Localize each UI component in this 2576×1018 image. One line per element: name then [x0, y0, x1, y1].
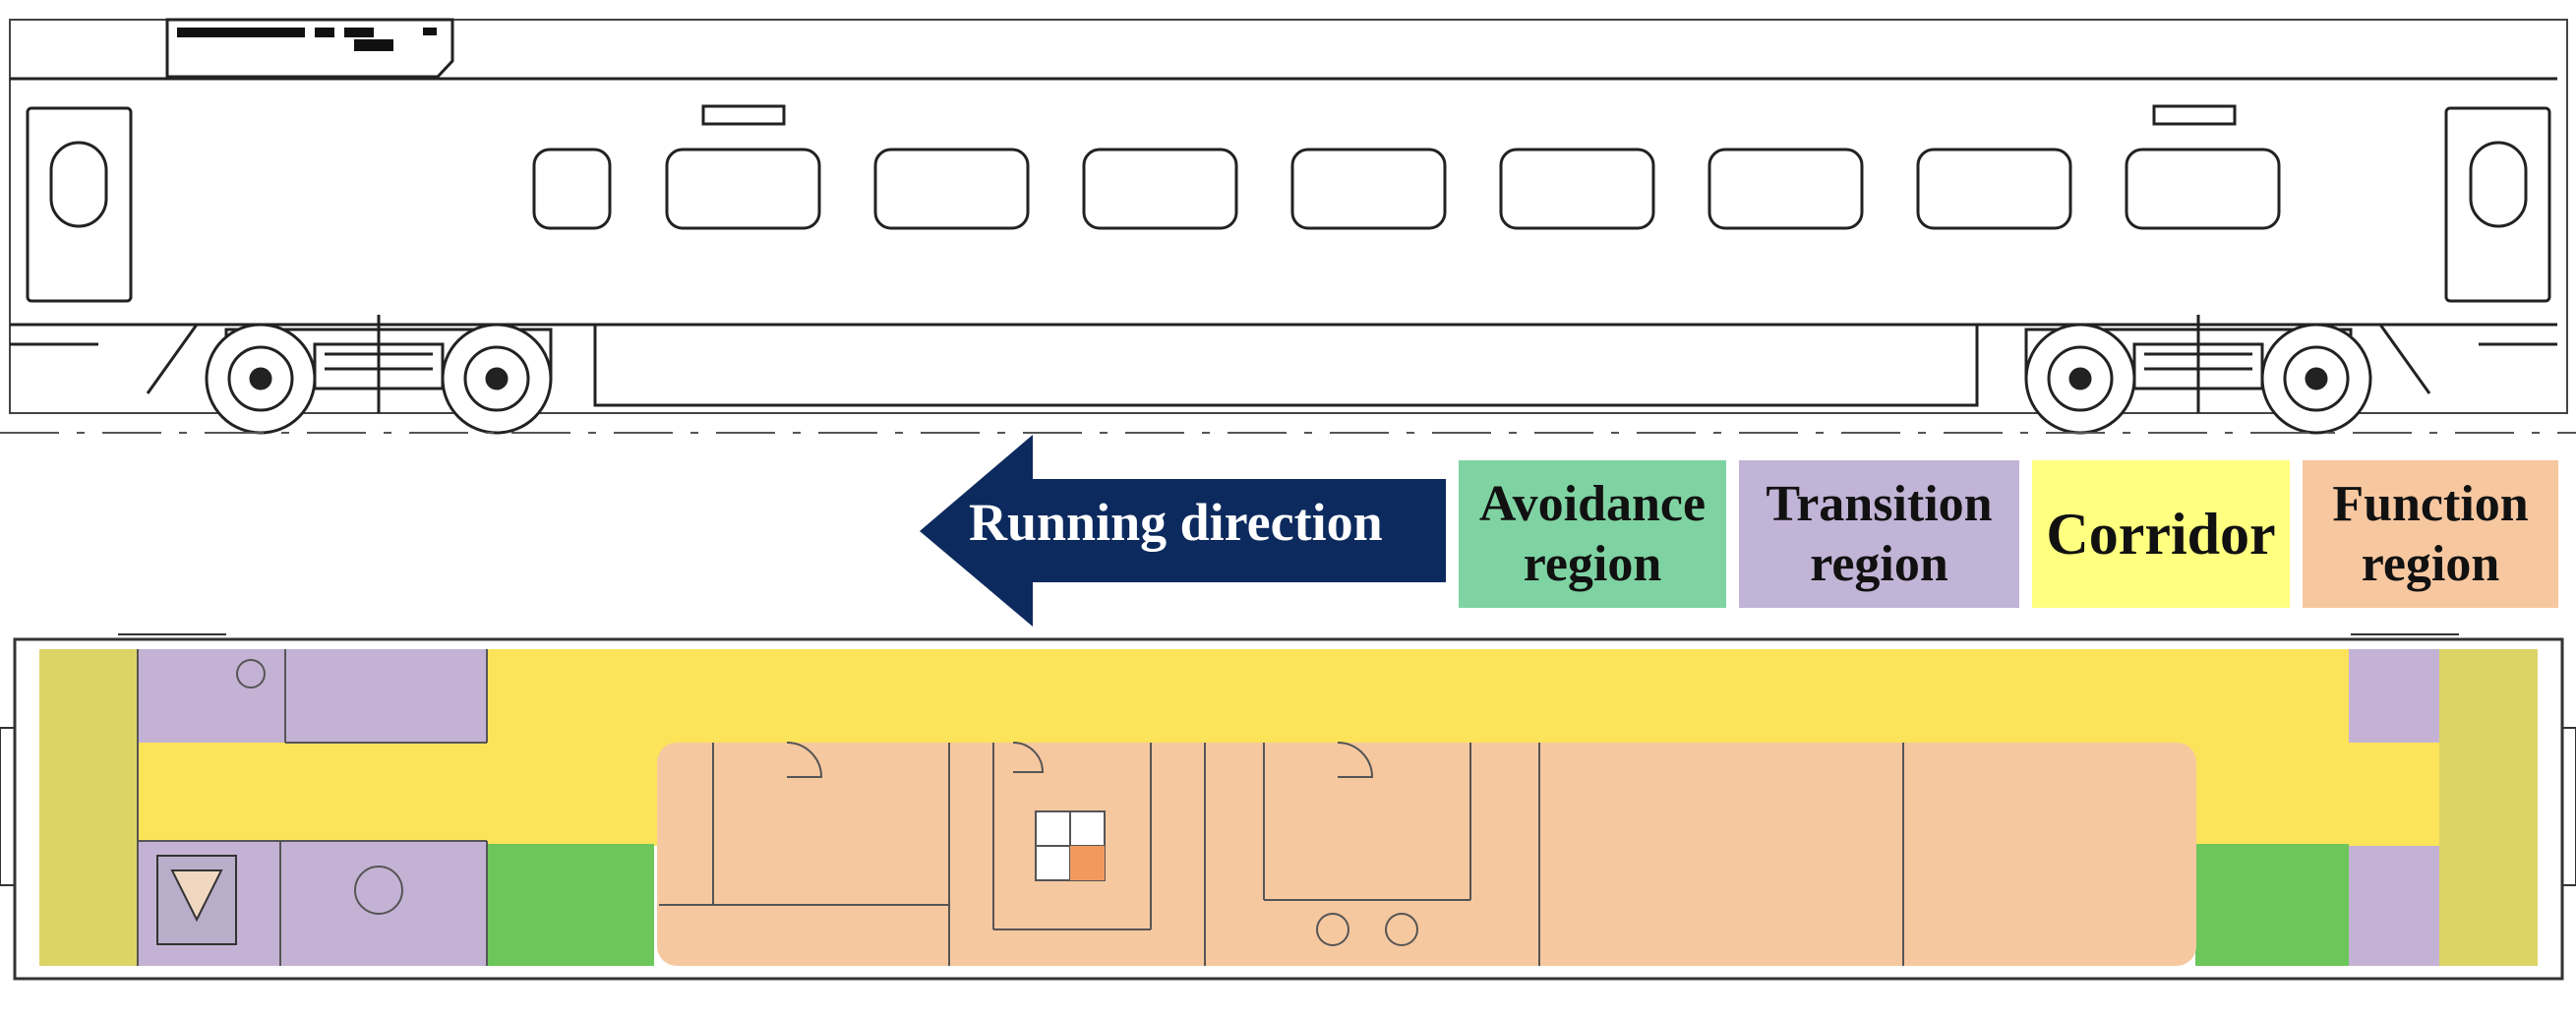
- transition-right-lower: [2349, 846, 2439, 966]
- window: [1916, 148, 2072, 230]
- legend-label-avoidance: Avoidance region: [1459, 460, 1726, 608]
- function-region: [657, 743, 2196, 966]
- bogie-right: [2024, 315, 2372, 435]
- side-view: [0, 18, 2576, 435]
- end-zone-left: [39, 649, 138, 966]
- legend-label-transition: Transition region: [1739, 460, 2019, 608]
- legend-label-function: Function region: [2303, 460, 2558, 608]
- gangways: [0, 633, 2576, 980]
- window: [1707, 148, 1864, 230]
- floor-plan: [0, 633, 2576, 981]
- legend-swatch-transition: [1739, 460, 2019, 608]
- roof-vent-right: [2152, 104, 2237, 126]
- avoidance-left: [487, 844, 654, 966]
- window-small: [532, 148, 612, 230]
- highlight-cell: [1070, 846, 1105, 880]
- legend-transition-line1: Transition: [1766, 475, 1993, 532]
- legend-avoidance-line2: region: [1523, 536, 1662, 592]
- legend-function-line1: Function: [2332, 475, 2529, 532]
- end-door-left: [26, 106, 133, 303]
- legend-swatch-corridor: [2032, 460, 2290, 608]
- legend-avoidance-line1: Avoidance: [1478, 475, 1707, 532]
- end-door-right: [2444, 106, 2551, 303]
- end-zone-right: [2439, 649, 2538, 966]
- legend-transition-line2: region: [1810, 536, 1948, 592]
- roof-vent-left: [701, 104, 786, 126]
- legend-corridor-line1: Corridor: [2046, 501, 2276, 567]
- window: [2125, 148, 2281, 230]
- legend-swatch-function: [2303, 460, 2558, 608]
- transition-right-upper: [2349, 649, 2439, 743]
- window: [1499, 148, 1655, 230]
- door-window-right: [2469, 141, 2528, 228]
- window: [873, 148, 1030, 230]
- legend-function-line2: region: [2361, 536, 2500, 592]
- avoidance-right: [2195, 844, 2349, 966]
- side-view-frame: [9, 19, 2568, 414]
- window: [1082, 148, 1238, 230]
- underframe: [152, 323, 2420, 407]
- legend-swatch-avoidance: [1459, 460, 1726, 608]
- bogie-left: [205, 315, 553, 435]
- running-direction-label: Running direction: [969, 493, 1383, 552]
- legend-label-corridor: Corridor: [2032, 460, 2290, 608]
- window: [665, 148, 821, 230]
- door-window-left: [49, 141, 108, 228]
- transition-left-upper: [138, 649, 487, 743]
- running-direction-arrow: [920, 435, 1446, 627]
- window: [1290, 148, 1447, 230]
